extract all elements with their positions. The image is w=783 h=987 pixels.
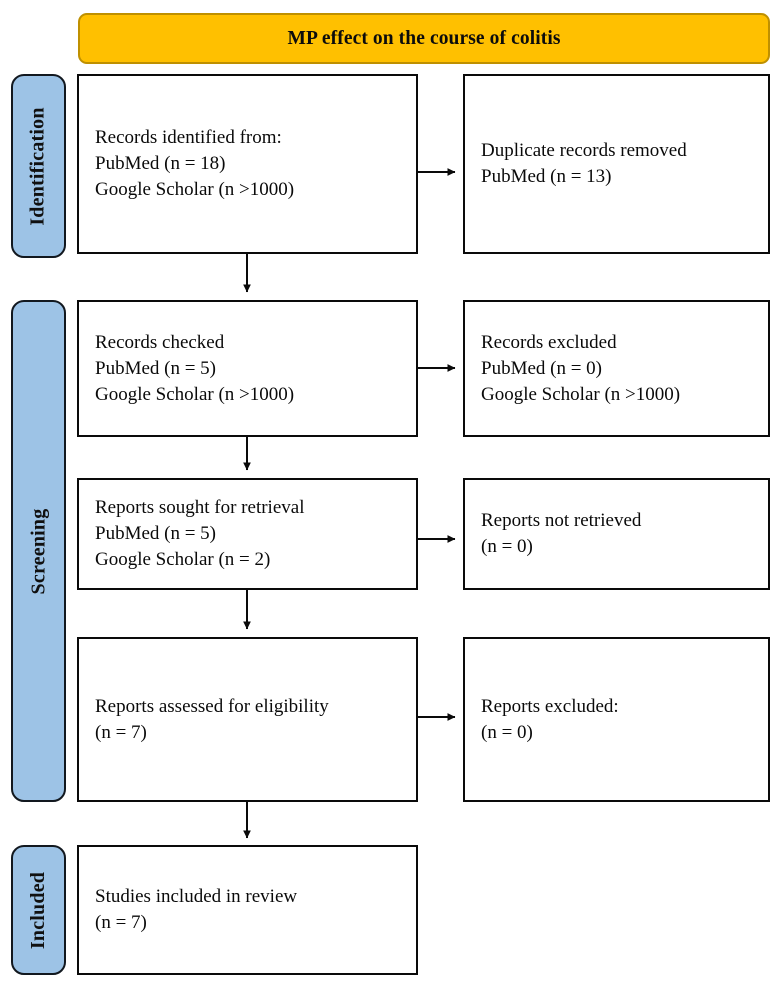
stage-label-screening: Screening: [11, 300, 66, 802]
stage-label-included: Included: [11, 845, 66, 975]
box-reports-sought-line-1: Reports sought for retrieval: [95, 497, 305, 518]
box-reports-sought-line-3: Google Scholar (n = 2): [95, 549, 271, 570]
box-reports-assessed-for-eligibility: Reports assessed for eligibility (n = 7): [77, 637, 418, 802]
box-records-identified-line-1: Records identified from:: [95, 127, 282, 148]
box-records-identified: Records identified from: PubMed (n = 18)…: [77, 74, 418, 254]
box-records-checked: Records checked PubMed (n = 5) Google Sc…: [77, 300, 418, 437]
box-reports-sought-for-retrieval: Reports sought for retrieval PubMed (n =…: [77, 478, 418, 590]
diagram-title-banner: MP effect on the course of colitis: [78, 13, 770, 64]
box-studies-included-line-1: Studies included in review: [95, 886, 298, 907]
box-duplicate-records-removed-line-1: Duplicate records removed: [481, 140, 687, 161]
box-reports-excluded: Reports excluded: (n = 0): [463, 637, 770, 802]
box-duplicate-records-removed-line-2: PubMed (n = 13): [481, 166, 612, 187]
box-studies-included-line-2: (n = 7): [95, 912, 147, 933]
diagram-title: MP effect on the course of colitis: [287, 27, 561, 49]
box-records-excluded-line-1: Records excluded: [481, 331, 617, 353]
box-records-checked-line-3: Google Scholar (n >1000): [95, 383, 295, 405]
box-studies-included-in-review: Studies included in review (n = 7): [77, 845, 418, 975]
box-records-excluded: Records excluded PubMed (n = 0) Google S…: [463, 300, 770, 437]
box-reports-excluded-line-1: Reports excluded:: [481, 695, 619, 717]
box-reports-assessed-line-1: Reports assessed for eligibility: [95, 695, 329, 717]
box-records-checked-line-2: PubMed (n = 5): [95, 357, 217, 379]
box-records-identified-line-2: PubMed (n = 18): [95, 153, 226, 174]
box-reports-assessed-line-2: (n = 7): [95, 721, 147, 743]
box-reports-excluded-line-2: (n = 0): [481, 721, 533, 743]
box-reports-not-retrieved: Reports not retrieved (n = 0): [463, 478, 770, 590]
box-records-identified-line-3: Google Scholar (n >1000): [95, 179, 295, 200]
box-records-checked-line-1: Records checked: [95, 331, 225, 353]
box-reports-sought-line-2: PubMed (n = 5): [95, 523, 217, 544]
box-records-excluded-line-2: PubMed (n = 0): [481, 357, 603, 379]
stage-label-identification: Identification: [11, 74, 66, 258]
box-duplicate-records-removed: Duplicate records removed PubMed (n = 13…: [463, 74, 770, 254]
box-reports-not-retrieved-line-1: Reports not retrieved: [481, 510, 642, 531]
box-records-excluded-line-3: Google Scholar (n >1000): [481, 383, 681, 405]
box-reports-not-retrieved-line-2: (n = 0): [481, 536, 533, 557]
